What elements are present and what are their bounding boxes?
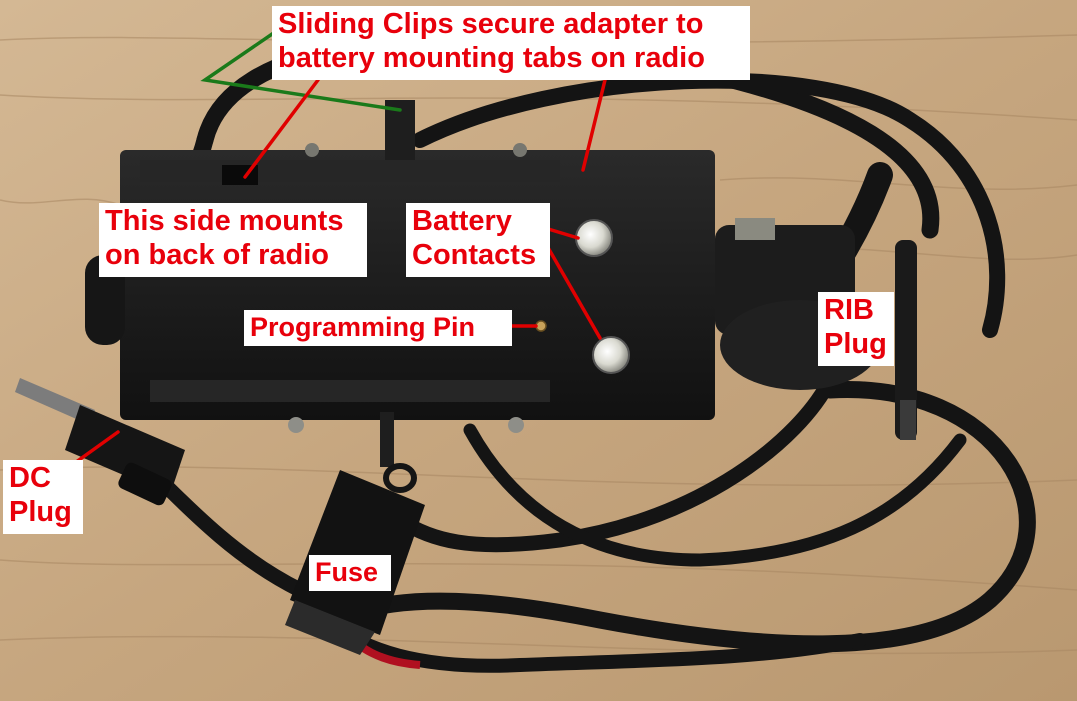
sliding-clips-pointer-left (243, 78, 320, 179)
side-mounts-label-line1: This side mounts (105, 205, 344, 237)
battery-contacts-label-line1: Battery (412, 205, 512, 237)
battery-contact-lower (592, 336, 630, 374)
dc-plug-label-line1: DC (9, 462, 51, 494)
battery-contact-upper (575, 219, 613, 257)
programming-pin-label: Programming Pin (244, 310, 512, 346)
sliding-clips-pointer-right (581, 78, 607, 172)
rib-plug-label-line1: RIB (824, 294, 874, 326)
rib-plug-label: RIB Plug (818, 292, 894, 366)
fuse-holder (285, 463, 425, 655)
battery-contacts-label: Battery Contacts (406, 203, 550, 277)
screw (508, 417, 524, 433)
battery-contacts-label-line2: Contacts (412, 239, 537, 271)
rib-plug-label-line2: Plug (824, 328, 887, 360)
dc-plug-label: DC Plug (3, 460, 83, 534)
adapter-body (85, 100, 715, 467)
programming-pin-label-text: Programming Pin (250, 312, 476, 342)
sliding-clips-label-line1: Sliding Clips secure adapter to (278, 8, 704, 40)
screw (513, 143, 527, 157)
dc-plug (15, 378, 185, 506)
screw (305, 143, 319, 157)
side-mounts-label-line2: on back of radio (105, 239, 329, 271)
fuse-label-text: Fuse (315, 557, 379, 587)
fuse-label: Fuse (309, 555, 391, 591)
sliding-clips-label-line2: battery mounting tabs on radio (278, 42, 705, 74)
screw (288, 417, 304, 433)
sliding-clips-pointer-green (200, 28, 402, 112)
dc-plug-label-line2: Plug (9, 496, 72, 528)
side-mounts-label: This side mounts on back of radio (99, 203, 367, 277)
sliding-clips-label: Sliding Clips secure adapter to battery … (272, 6, 750, 80)
